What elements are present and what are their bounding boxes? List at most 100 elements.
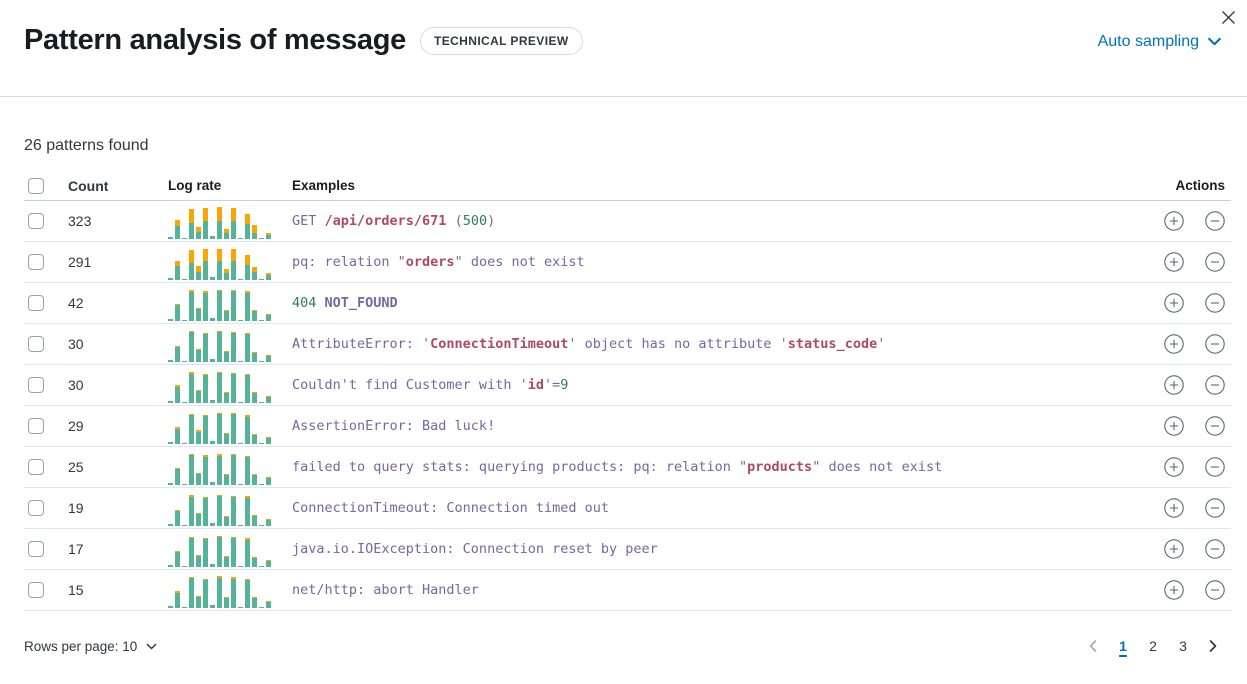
plus-circle-icon bbox=[1164, 580, 1184, 600]
log-rate-sparkline bbox=[168, 289, 273, 321]
remove-filter-button[interactable] bbox=[1205, 334, 1225, 354]
add-filter-button[interactable] bbox=[1164, 375, 1184, 395]
sparkline-bar bbox=[259, 565, 264, 567]
sparkline-bar bbox=[224, 309, 229, 321]
sparkline-bar bbox=[238, 483, 243, 485]
sparkline-bar bbox=[189, 576, 194, 608]
remove-filter-button[interactable] bbox=[1205, 580, 1225, 600]
example-token: ) bbox=[487, 213, 496, 229]
remove-filter-button[interactable] bbox=[1205, 211, 1225, 231]
chevron-down-icon bbox=[147, 643, 157, 649]
add-filter-button[interactable] bbox=[1164, 334, 1184, 354]
rows-per-page-dropdown[interactable]: Rows per page: 10 bbox=[24, 639, 158, 654]
remove-filter-button[interactable] bbox=[1205, 539, 1225, 559]
add-filter-button[interactable] bbox=[1164, 580, 1184, 600]
row-checkbox-cell bbox=[24, 500, 68, 516]
sparkline-bar bbox=[182, 360, 187, 362]
remove-filter-button[interactable] bbox=[1205, 293, 1225, 313]
sparkline-bar bbox=[259, 483, 264, 485]
close-button[interactable] bbox=[1216, 5, 1240, 29]
row-checkbox[interactable] bbox=[28, 254, 44, 270]
example-token: id bbox=[527, 377, 544, 393]
row-checkbox[interactable] bbox=[28, 418, 44, 434]
add-filter-button[interactable] bbox=[1164, 252, 1184, 272]
row-checkbox[interactable] bbox=[28, 582, 44, 598]
sparkline-bar bbox=[217, 453, 222, 485]
row-checkbox[interactable] bbox=[28, 500, 44, 516]
add-filter-button[interactable] bbox=[1164, 539, 1184, 559]
remove-filter-button[interactable] bbox=[1205, 498, 1225, 518]
add-filter-button[interactable] bbox=[1164, 457, 1184, 477]
plus-circle-icon bbox=[1164, 416, 1184, 436]
page-button-1[interactable]: 1 bbox=[1111, 634, 1135, 658]
log-rate-cell bbox=[168, 368, 292, 403]
sparkline-bar bbox=[189, 413, 194, 444]
count-cell: 323 bbox=[68, 213, 92, 229]
add-filter-button[interactable] bbox=[1164, 293, 1184, 313]
sparkline-bar bbox=[266, 272, 271, 280]
pattern-analysis-content: 26 patterns found Count Log rate Example… bbox=[0, 137, 1247, 611]
sparkline-bar bbox=[238, 278, 243, 280]
flyout-header: Pattern analysis of message TECHNICAL PR… bbox=[0, 0, 1247, 97]
sparkline-bar bbox=[252, 266, 257, 280]
sparkline-bar bbox=[210, 604, 215, 608]
example-text: GET /api/orders/671 (500) bbox=[292, 213, 495, 229]
sparkline-bar bbox=[189, 249, 194, 280]
row-checkbox[interactable] bbox=[28, 541, 44, 557]
example-token: net/http: abort Handler bbox=[292, 582, 479, 598]
sparkline-bar bbox=[182, 442, 187, 444]
remove-filter-button[interactable] bbox=[1205, 457, 1225, 477]
row-checkbox[interactable] bbox=[28, 459, 44, 475]
plus-circle-icon bbox=[1164, 375, 1184, 395]
example-token: ' object has no attribute ' bbox=[568, 336, 788, 352]
sparkline-bar bbox=[252, 433, 257, 444]
row-checkbox[interactable] bbox=[28, 336, 44, 352]
column-header-count: Count bbox=[68, 177, 109, 194]
add-filter-button[interactable] bbox=[1164, 416, 1184, 436]
sparkline-bar bbox=[238, 319, 243, 321]
log-rate-sparkline bbox=[168, 575, 273, 608]
actions-cell bbox=[1131, 457, 1231, 477]
add-filter-button[interactable] bbox=[1164, 498, 1184, 518]
next-page-button[interactable] bbox=[1201, 634, 1225, 658]
sparkline-bar bbox=[196, 554, 201, 567]
example-token: " does not exist bbox=[812, 459, 943, 475]
prev-page-button[interactable] bbox=[1081, 634, 1105, 658]
sparkline-bar bbox=[266, 600, 271, 608]
remove-filter-button[interactable] bbox=[1205, 416, 1225, 436]
patterns-found-summary: 26 patterns found bbox=[24, 137, 149, 154]
sparkline-bar bbox=[245, 290, 250, 321]
row-checkbox[interactable] bbox=[28, 377, 44, 393]
actions-cell bbox=[1131, 416, 1231, 436]
plus-circle-icon bbox=[1164, 334, 1184, 354]
sparkline-bar bbox=[210, 317, 215, 321]
sparkline-bar bbox=[238, 606, 243, 608]
page-button-2[interactable]: 2 bbox=[1141, 634, 1165, 658]
example-text: Couldn't find Customer with 'id'=9 bbox=[292, 377, 568, 393]
sparkline-bar bbox=[196, 595, 201, 608]
minus-circle-icon bbox=[1205, 252, 1225, 272]
rows-per-page-label: Rows per page: 10 bbox=[24, 638, 138, 654]
plus-circle-icon bbox=[1164, 252, 1184, 272]
sampling-dropdown[interactable]: Auto sampling bbox=[1098, 33, 1223, 51]
actions-cell bbox=[1131, 293, 1231, 313]
sparkline-bar bbox=[175, 467, 180, 485]
remove-filter-button[interactable] bbox=[1205, 375, 1225, 395]
sparkline-bar bbox=[245, 495, 250, 526]
remove-filter-button[interactable] bbox=[1205, 252, 1225, 272]
row-checkbox[interactable] bbox=[28, 295, 44, 311]
sparkline-bar bbox=[196, 348, 201, 362]
row-checkbox[interactable] bbox=[28, 213, 44, 229]
select-all-checkbox[interactable] bbox=[28, 177, 44, 194]
technical-preview-badge: TECHNICAL PREVIEW bbox=[419, 26, 583, 55]
sparkline-bar bbox=[224, 432, 229, 444]
add-filter-button[interactable] bbox=[1164, 211, 1184, 231]
chevron-down-icon bbox=[1208, 37, 1221, 46]
sparkline-bar bbox=[203, 454, 208, 485]
sparkline-bar bbox=[203, 373, 208, 403]
sparkline-bar bbox=[266, 559, 271, 567]
page-button-3[interactable]: 3 bbox=[1171, 634, 1195, 658]
example-cell: AttributeError: 'ConnectionTimeout' obje… bbox=[292, 336, 1131, 352]
